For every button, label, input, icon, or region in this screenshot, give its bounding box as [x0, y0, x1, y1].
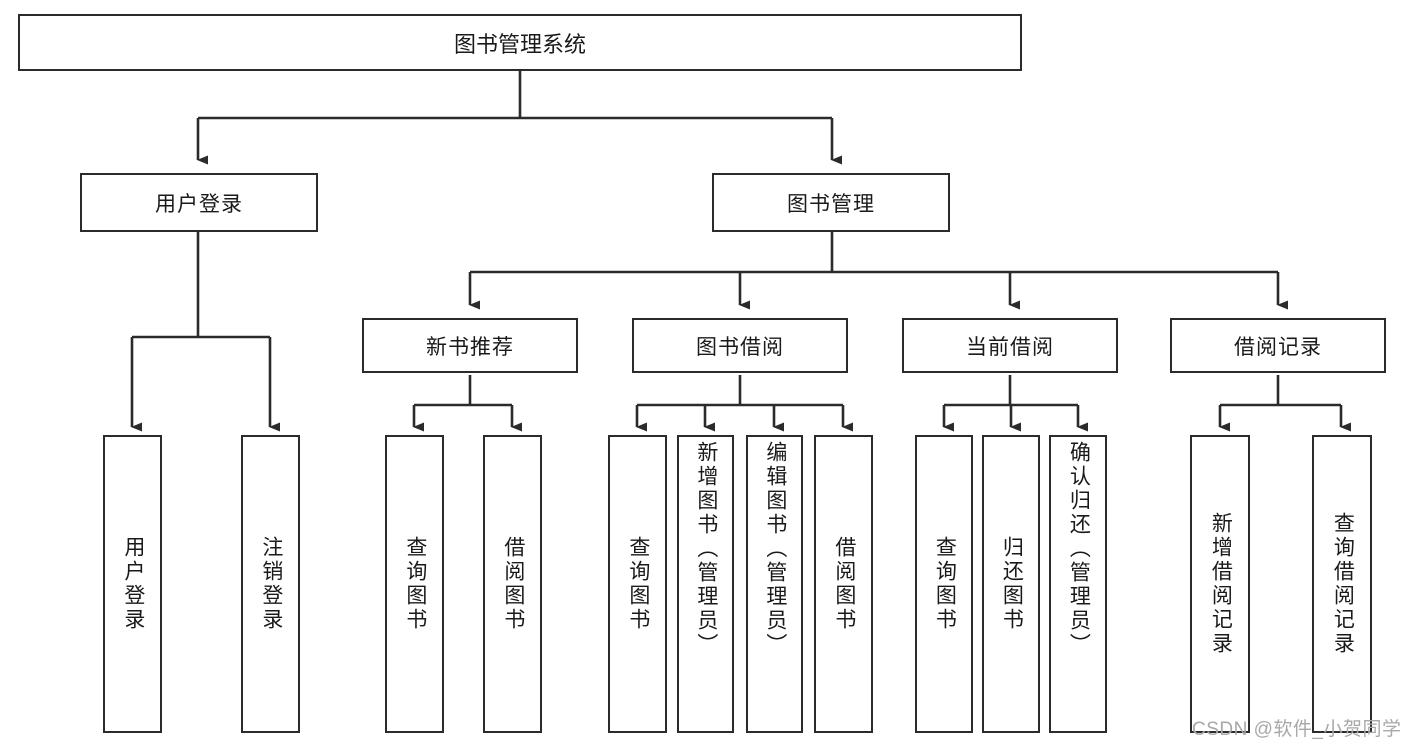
leaf-book-borrow-add-book-admin[interactable]: 新增图书（管理员）	[677, 435, 734, 733]
node-book-borrow[interactable]: 图书借阅	[632, 318, 848, 373]
node-new-book-recommend[interactable]: 新书推荐	[362, 318, 578, 373]
node-current-borrow[interactable]: 当前借阅	[902, 318, 1118, 373]
leaf-label: 查询图书	[626, 536, 650, 632]
leaf-label: 确认归还（管理员）	[1067, 441, 1091, 657]
leaf-label: 查询图书	[933, 536, 957, 632]
leaf-current-borrow-confirm-return-admin[interactable]: 确认归还（管理员）	[1049, 435, 1107, 733]
leaf-label: 查询图书	[403, 536, 427, 632]
node-label: 用户登录	[155, 192, 243, 216]
leaf-label: 编辑图书（管理员）	[763, 441, 787, 657]
leaf-label: 借阅图书	[501, 536, 525, 632]
leaf-book-borrow-edit-book-admin[interactable]: 编辑图书（管理员）	[746, 435, 803, 733]
leaf-label: 归还图书	[1000, 536, 1024, 632]
leaf-book-borrow-borrow-book[interactable]: 借阅图书	[814, 435, 873, 733]
node-label: 当前借阅	[966, 335, 1054, 359]
node-label: 借阅记录	[1234, 335, 1322, 359]
node-root-book-management-system[interactable]: 图书管理系统	[18, 14, 1022, 71]
leaf-label: 借阅图书	[832, 536, 856, 632]
leaf-new-book-query-book[interactable]: 查询图书	[385, 435, 444, 733]
leaf-user-login-logout[interactable]: 注销登录	[241, 435, 300, 733]
node-user-login[interactable]: 用户登录	[80, 173, 318, 232]
node-label: 新书推荐	[426, 335, 514, 359]
node-label: 图书借阅	[696, 335, 784, 359]
leaf-current-borrow-query-book[interactable]: 查询图书	[915, 435, 973, 733]
leaf-label: 新增图书（管理员）	[694, 441, 718, 657]
leaf-label: 用户登录	[121, 536, 145, 632]
leaf-borrow-record-add-record[interactable]: 新增借阅记录	[1190, 435, 1250, 733]
node-label: 图书管理系统	[453, 31, 586, 57]
leaf-label: 新增借阅记录	[1209, 512, 1233, 656]
csdn-watermark: CSDN @软件_小贺同学	[1192, 714, 1401, 741]
leaf-label: 查询借阅记录	[1331, 512, 1355, 656]
node-book-management[interactable]: 图书管理	[712, 173, 950, 232]
watermark-text: CSDN @软件_小贺同学	[1192, 719, 1402, 740]
leaf-book-borrow-query-book[interactable]: 查询图书	[608, 435, 667, 733]
node-label: 图书管理	[787, 192, 875, 216]
leaf-current-borrow-return-book[interactable]: 归还图书	[982, 435, 1040, 733]
leaf-user-login-login[interactable]: 用户登录	[103, 435, 162, 733]
node-borrow-record[interactable]: 借阅记录	[1170, 318, 1386, 373]
leaf-label: 注销登录	[259, 536, 283, 632]
leaf-new-book-borrow-book[interactable]: 借阅图书	[483, 435, 542, 733]
leaf-borrow-record-query-record[interactable]: 查询借阅记录	[1312, 435, 1372, 733]
